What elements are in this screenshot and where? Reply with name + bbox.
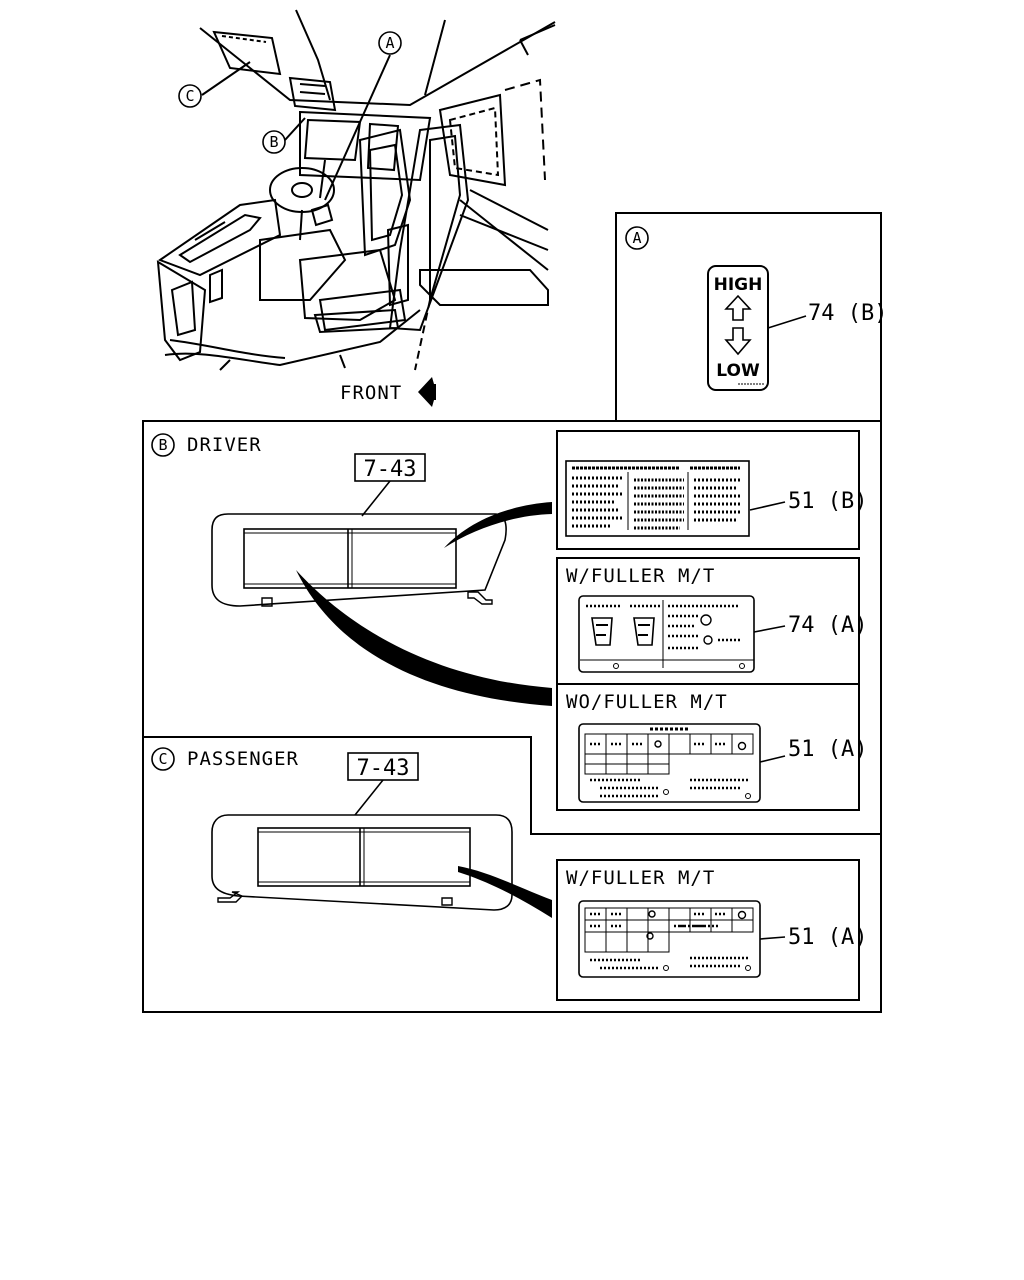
callout-leaders xyxy=(201,54,391,201)
label-box-51b xyxy=(556,430,860,550)
ref-box-7-43-passenger: 7-43 xyxy=(357,756,410,781)
high-low-label: HIGH LOW xyxy=(707,265,769,391)
part-ref-51a-driver: 51 (A) xyxy=(788,737,867,762)
part-ref-51a-passenger: 51 (A) xyxy=(788,925,867,950)
label-box-w-fuller-passenger: W/FULLER M/T xyxy=(556,859,860,1001)
wo-fuller-title-driver: WO/FULLER M/T xyxy=(566,691,728,713)
part-ref-74b: 74 (B) xyxy=(808,301,887,326)
w-fuller-title-passenger: W/FULLER M/T xyxy=(566,867,715,889)
part-ref-74a: 74 (A) xyxy=(788,613,867,638)
w-fuller-title-driver: W/FULLER M/T xyxy=(566,565,715,587)
svg-text:B: B xyxy=(269,133,278,151)
panel-a: A HIGH LOW 74 (B) xyxy=(615,212,887,422)
panel-b-driver: B DRIVER 7-43 xyxy=(142,420,882,835)
svg-text:A: A xyxy=(385,34,394,52)
svg-text:A: A xyxy=(632,229,641,247)
svg-text:LOW: LOW xyxy=(716,361,760,381)
callout-b: B xyxy=(262,130,286,154)
cab-interior-illustration xyxy=(156,9,556,371)
label-box-w-fuller-driver: W/FULLER M/T xyxy=(556,557,860,685)
label-box-wo-fuller-driver: WO/FULLER M/T xyxy=(556,683,860,811)
arrow-up-icon xyxy=(724,294,752,321)
passenger-sun-visor xyxy=(211,814,513,911)
callout-c: C xyxy=(178,84,202,108)
ref-box-7-43-driver: 7-43 xyxy=(364,457,417,482)
svg-text:B: B xyxy=(158,436,167,454)
svg-text:C: C xyxy=(185,87,194,105)
front-arrow-icon xyxy=(418,377,436,407)
driver-sun-visor xyxy=(211,513,507,607)
svg-text:C: C xyxy=(158,750,167,768)
part-ref-51b: 51 (B) xyxy=(788,489,867,514)
svg-text:HIGH: HIGH xyxy=(714,275,763,295)
svg-text:FRONT: FRONT xyxy=(340,382,402,404)
panel-c-title: PASSENGER xyxy=(187,748,299,770)
arrow-down-icon xyxy=(724,327,752,356)
callout-a: A xyxy=(378,31,402,55)
panel-c-passenger: C PASSENGER 7-43 W/FULLER M/T xyxy=(142,736,882,1013)
front-indicator: FRONT xyxy=(340,377,436,407)
panel-b-title: DRIVER xyxy=(187,434,262,456)
